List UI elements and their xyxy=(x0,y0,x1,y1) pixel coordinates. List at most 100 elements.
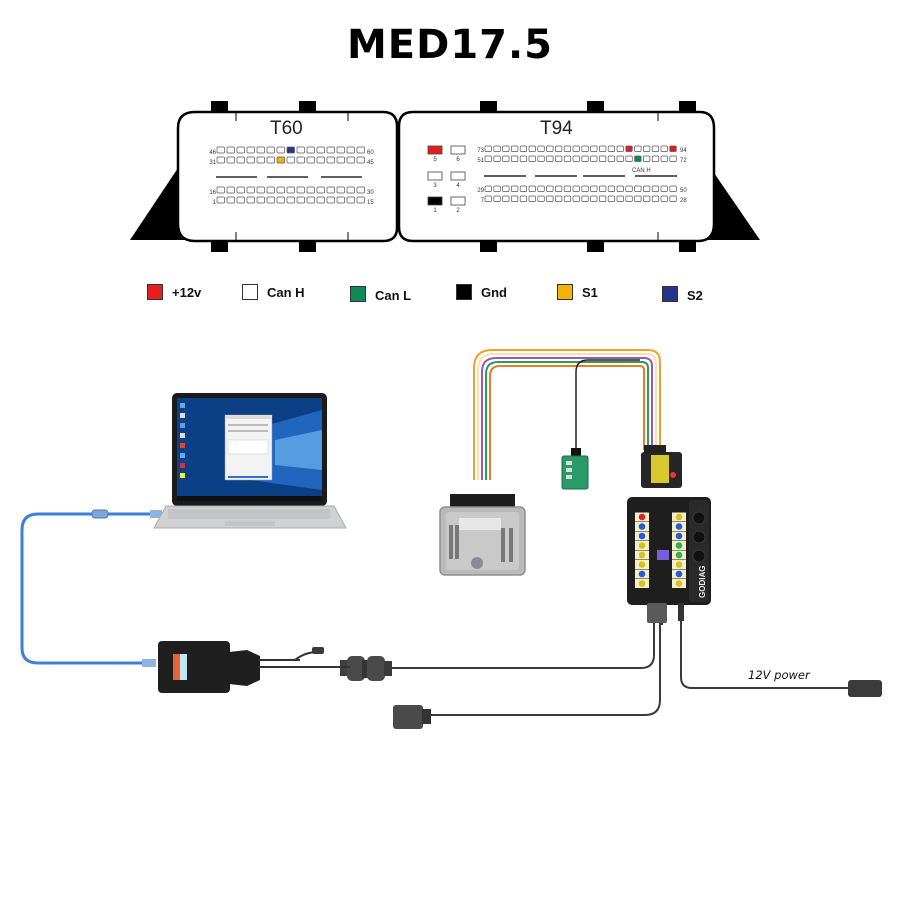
connector-tab xyxy=(211,101,228,113)
connector-pin xyxy=(669,145,677,152)
connector-pin xyxy=(356,146,365,154)
connector-pin xyxy=(226,156,235,164)
connector-pin xyxy=(256,186,265,194)
legend-item: S1 xyxy=(557,284,598,300)
connector-pin xyxy=(555,155,563,162)
connector-pin xyxy=(660,195,668,202)
connector-pin xyxy=(256,156,265,164)
connector-pin xyxy=(625,185,633,192)
connector-pin xyxy=(484,185,492,192)
connector-pin xyxy=(563,145,572,152)
connector-pin xyxy=(546,195,554,202)
connector-tab xyxy=(587,101,604,113)
legend: +12v Can H Can L Gnd S1 S2 xyxy=(0,284,900,314)
adapter-board-cable xyxy=(575,359,640,452)
connector-pin xyxy=(306,186,315,194)
pin-number-label: 28 xyxy=(680,198,687,204)
legend-label: Can L xyxy=(375,288,412,303)
connector-pin xyxy=(256,196,265,204)
connector-pin xyxy=(316,186,325,194)
connector-pin xyxy=(563,195,572,202)
connector-pin xyxy=(326,156,335,164)
ecu-unit xyxy=(439,494,526,576)
legend-label: Can H xyxy=(267,284,305,300)
connector-pin xyxy=(356,196,365,204)
connector-pin xyxy=(660,155,668,162)
programmer-interface xyxy=(158,641,350,693)
connector-pin xyxy=(511,195,519,202)
obd-coupler xyxy=(340,656,392,681)
connector-pin xyxy=(306,196,315,204)
port-jack xyxy=(675,580,683,587)
pin-number-label: 1 xyxy=(213,200,217,206)
pin-number-label: 30 xyxy=(367,190,374,196)
power-pin xyxy=(427,145,443,155)
port-jack xyxy=(638,561,646,568)
db-plug xyxy=(647,603,667,623)
port-jack xyxy=(675,551,683,559)
pin-number-label: 94 xyxy=(680,148,687,154)
connector-pin xyxy=(634,145,642,152)
connector-pin xyxy=(246,196,255,204)
connector-pin xyxy=(590,185,598,192)
connector-pin xyxy=(555,185,563,192)
connector-pin xyxy=(346,186,355,194)
connector-pin xyxy=(306,156,315,164)
connector-pin xyxy=(246,186,255,194)
adapter-board xyxy=(561,448,589,490)
legend-swatch xyxy=(557,284,573,300)
connector-pin xyxy=(634,195,642,202)
connector-pin xyxy=(581,145,589,152)
connector-pin xyxy=(563,155,572,162)
connector-pin xyxy=(266,146,275,154)
connector-pin xyxy=(590,195,598,202)
connector-pin xyxy=(660,145,668,152)
pin-number-label: 5 xyxy=(433,157,437,163)
laptop xyxy=(153,393,347,529)
connector-pin xyxy=(316,156,325,164)
connector-pin xyxy=(616,155,624,162)
connector-pin xyxy=(246,156,255,164)
connector-pin xyxy=(537,185,545,192)
port-jack xyxy=(638,523,646,530)
legend-item: Can H xyxy=(242,284,305,300)
legend-swatch xyxy=(350,285,366,302)
connector-pin xyxy=(216,156,225,164)
connector-pin xyxy=(256,146,265,154)
connector-pin xyxy=(563,185,572,192)
connector-pin xyxy=(546,155,554,162)
port-jack xyxy=(675,513,683,521)
connector-tab xyxy=(299,101,316,113)
diagram-title: MED17.5 xyxy=(346,22,554,68)
connector-pin xyxy=(616,195,624,202)
connector-pin xyxy=(356,156,365,164)
power-pin xyxy=(427,171,443,181)
port-jack xyxy=(638,580,646,587)
legend-item: +12v xyxy=(147,284,201,300)
connector-pin xyxy=(296,186,305,194)
connector-pin xyxy=(555,145,563,152)
connector-pin xyxy=(346,196,355,204)
connector-pin xyxy=(607,155,616,162)
legend-swatch xyxy=(456,284,472,300)
connector-pin xyxy=(286,196,295,204)
connector-pin xyxy=(572,145,580,152)
connector-pin xyxy=(625,195,633,202)
connector-pin xyxy=(572,155,580,162)
connector-pin xyxy=(356,186,365,194)
pin-number-label: 50 xyxy=(680,188,687,194)
connector-pin xyxy=(286,186,295,194)
connector-pin xyxy=(669,195,677,202)
connector-pin xyxy=(581,195,589,202)
connector-tab xyxy=(679,240,696,252)
connector-pin xyxy=(246,146,255,154)
connector-pin xyxy=(581,155,589,162)
connector-pin xyxy=(651,155,660,162)
connector-pin xyxy=(651,185,660,192)
connector-pin xyxy=(511,185,519,192)
connector-pin xyxy=(643,155,651,162)
connector-pin xyxy=(502,185,510,192)
connector-pin xyxy=(306,146,315,154)
connector-pin xyxy=(493,145,501,152)
